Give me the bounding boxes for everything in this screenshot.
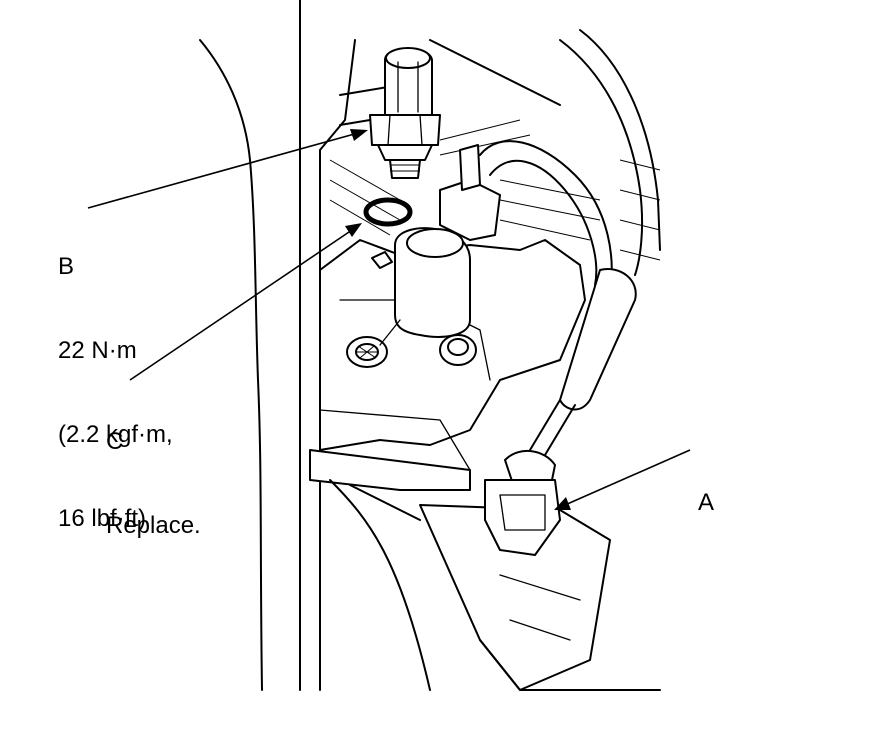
callout-a: A xyxy=(698,433,725,573)
housing-outline xyxy=(199,0,661,691)
leader-c-arrow xyxy=(345,223,362,237)
solenoid-cylinder xyxy=(379,227,471,346)
callout-b-torque-lbfft: 16 lbf·ft) xyxy=(58,505,147,532)
callout-c-note: Replace. xyxy=(106,512,201,539)
leader-b xyxy=(87,132,359,209)
block-hatching xyxy=(329,119,661,261)
connector-a xyxy=(484,449,561,556)
callout-b-torque-nm: 22 N·m xyxy=(58,337,137,364)
leader-lines xyxy=(87,129,691,510)
callout-c: C Replace. xyxy=(106,372,201,596)
o-ring-c xyxy=(363,197,413,227)
leader-a xyxy=(564,449,691,506)
sensor-b xyxy=(369,47,441,179)
wire-harness xyxy=(479,140,637,456)
callout-b-torque-kgfm: (2.2 kgf·m, xyxy=(58,421,173,448)
callout-c-letter: C xyxy=(106,428,124,455)
callout-a-letter: A xyxy=(698,489,715,516)
callout-b: B 22 N·m (2.2 kgf·m, 16 lbf·ft) xyxy=(58,197,173,589)
mounting-bolt xyxy=(371,251,477,366)
leader-c xyxy=(129,229,353,381)
callout-b-letter: B xyxy=(58,253,75,280)
threaded-port xyxy=(346,336,388,368)
leader-b-arrow xyxy=(350,129,368,141)
block-connector xyxy=(439,144,501,241)
leader-a-arrow xyxy=(554,497,571,510)
